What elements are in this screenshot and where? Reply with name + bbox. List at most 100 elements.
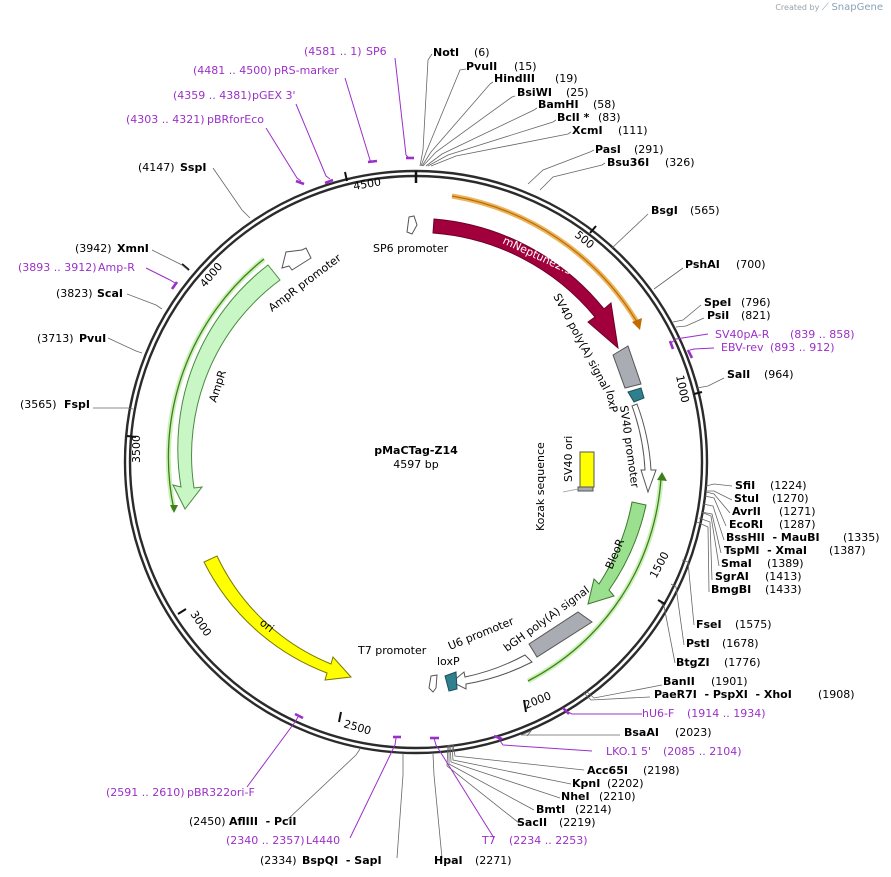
site-name[interactable]: XcmI xyxy=(572,124,603,137)
site-name[interactable]: Acc65I xyxy=(587,764,628,777)
site-name[interactable]: ScaI xyxy=(97,287,123,300)
ori-arrow[interactable] xyxy=(203,555,353,681)
loxp2-arrow[interactable] xyxy=(444,671,458,692)
site-name[interactable]: BmtI xyxy=(536,803,565,816)
ampr-arrow[interactable] xyxy=(172,264,281,510)
site-name[interactable]: PshAI xyxy=(685,258,720,271)
site-pos: (1270) xyxy=(772,492,809,505)
site-name[interactable]: Bsu36I xyxy=(607,156,649,169)
site-name[interactable]: NheI xyxy=(561,790,590,803)
primer-name[interactable]: SV40pA-R xyxy=(715,328,770,341)
snapgene-brand: Created by ⟋ SnapGene xyxy=(775,2,883,13)
primer-name[interactable]: pBR322ori-F xyxy=(187,786,255,799)
site-name[interactable]: StuI xyxy=(734,492,759,505)
site-name[interactable]: NotI xyxy=(433,46,459,59)
site-name[interactable]: TspMI - XmaI xyxy=(724,544,807,557)
primer-name[interactable]: SP6 xyxy=(366,45,387,58)
ruler-2500: 2500 xyxy=(342,717,372,737)
t7prom-arrow[interactable] xyxy=(428,674,438,693)
site-name[interactable]: SacII xyxy=(517,816,547,829)
site-name[interactable]: SgrAI xyxy=(715,570,749,583)
site-name[interactable]: HpaI xyxy=(434,854,463,867)
site-name[interactable]: BmgBI xyxy=(711,583,751,596)
sv40pa-box[interactable] xyxy=(612,345,642,389)
site-name[interactable]: EcoRI xyxy=(729,518,763,531)
primer-name[interactable]: hU6-F xyxy=(642,707,674,720)
site-name[interactable]: KpnI xyxy=(572,777,600,790)
site-name[interactable]: BssHII - MauBI xyxy=(726,531,820,544)
site-pos: (1387) xyxy=(829,544,866,557)
site-name[interactable]: BamHI xyxy=(538,98,579,111)
site-name[interactable]: BsaAI xyxy=(624,726,659,739)
backbone xyxy=(123,169,709,755)
site-pos: (15) xyxy=(514,60,537,73)
site-name[interactable]: SalI xyxy=(727,368,750,381)
site-pos: (700) xyxy=(736,258,766,271)
t7prom-label: T7 promoter xyxy=(357,644,427,657)
loxp1-arrow[interactable] xyxy=(627,387,645,403)
ruler-3500: 3500 xyxy=(130,435,143,463)
bgh-box[interactable] xyxy=(528,611,593,658)
site-name[interactable]: HindIII xyxy=(494,72,535,85)
sv40ori-box[interactable] xyxy=(579,451,595,488)
site-name[interactable]: FspI xyxy=(64,398,90,411)
site-name[interactable]: PasI xyxy=(595,143,621,156)
site-name[interactable]: AflIII - PciI xyxy=(229,815,296,828)
site-name[interactable]: PsiI xyxy=(707,309,729,322)
site-name[interactable]: FseI xyxy=(696,618,722,631)
site-pos: (3942) xyxy=(75,242,112,255)
site-name[interactable]: PvuI xyxy=(79,332,106,345)
site-pos: (2198) xyxy=(643,764,680,777)
site-name[interactable]: SfiI xyxy=(735,479,755,492)
site-name[interactable]: BspQI - SapI xyxy=(302,854,382,867)
primer-range: (4581 .. 1) xyxy=(304,45,362,58)
primer-name[interactable]: L4440 xyxy=(306,834,340,847)
primer-range: (839 .. 858) xyxy=(790,328,855,341)
primer-name[interactable]: Amp-R xyxy=(98,261,135,274)
site-name[interactable]: BtgZI xyxy=(676,656,710,669)
site-name[interactable]: PstI xyxy=(686,637,710,650)
snapgene-name: SnapGene xyxy=(831,2,883,13)
u6-arrow[interactable] xyxy=(451,654,533,690)
amprprom-arrow[interactable] xyxy=(281,247,312,271)
site-name[interactable]: AvrII xyxy=(732,505,761,518)
site-name[interactable]: BsgI xyxy=(651,204,678,217)
plasmid-name: pMaCTag-Z14 xyxy=(374,444,458,457)
site-leaders xyxy=(93,53,733,859)
primer-name[interactable]: pBRforEco xyxy=(207,113,264,126)
site-name[interactable]: SmaI xyxy=(721,557,752,570)
site-name[interactable]: XmnI xyxy=(117,242,149,255)
primer-name[interactable]: T7 xyxy=(481,834,496,847)
ruler-1000: 1000 xyxy=(673,374,692,404)
primer-name[interactable]: pRS-marker xyxy=(274,64,339,77)
site-name[interactable]: PvuII xyxy=(466,60,497,73)
sp6prom-arrow[interactable] xyxy=(406,215,418,235)
site-pos: (25) xyxy=(566,86,589,99)
primer-range: (893 .. 912) xyxy=(770,341,835,354)
primer-range: (2591 .. 2610) xyxy=(106,786,185,799)
site-name[interactable]: BanII xyxy=(663,675,695,688)
primer-name[interactable]: EBV-rev xyxy=(721,341,764,354)
site-pos: (1776) xyxy=(724,656,761,669)
sv40prom-arrow[interactable] xyxy=(631,403,657,494)
primer-name[interactable]: pGEX 3' xyxy=(252,89,296,102)
mneptune-arrow[interactable] xyxy=(432,218,619,350)
site-name[interactable]: BsiWI xyxy=(517,86,552,99)
site-pos: (2210) xyxy=(599,790,636,803)
site-pos: (1575) xyxy=(735,618,772,631)
site-name[interactable]: BclI * xyxy=(557,111,590,124)
site-name[interactable]: SspI xyxy=(180,161,206,174)
site-name[interactable]: SpeI xyxy=(704,296,731,309)
ruler-4500: 4500 xyxy=(352,175,382,193)
site-pos: (111) xyxy=(618,124,648,137)
primer-name[interactable]: LKO.1 5' xyxy=(606,745,651,758)
site-pos: (83) xyxy=(598,111,621,124)
site-pos: (3713) xyxy=(37,332,74,345)
site-pos: (1433) xyxy=(765,583,802,596)
site-name[interactable]: PaeR7I - PspXI - XhoI xyxy=(654,688,792,701)
site-pos: (1224) xyxy=(770,479,807,492)
kozak-box[interactable] xyxy=(577,486,594,492)
ampr-label: AmpR xyxy=(206,368,229,404)
primer-range: (1914 .. 1934) xyxy=(687,707,766,720)
bleor-arrow[interactable] xyxy=(587,501,647,605)
